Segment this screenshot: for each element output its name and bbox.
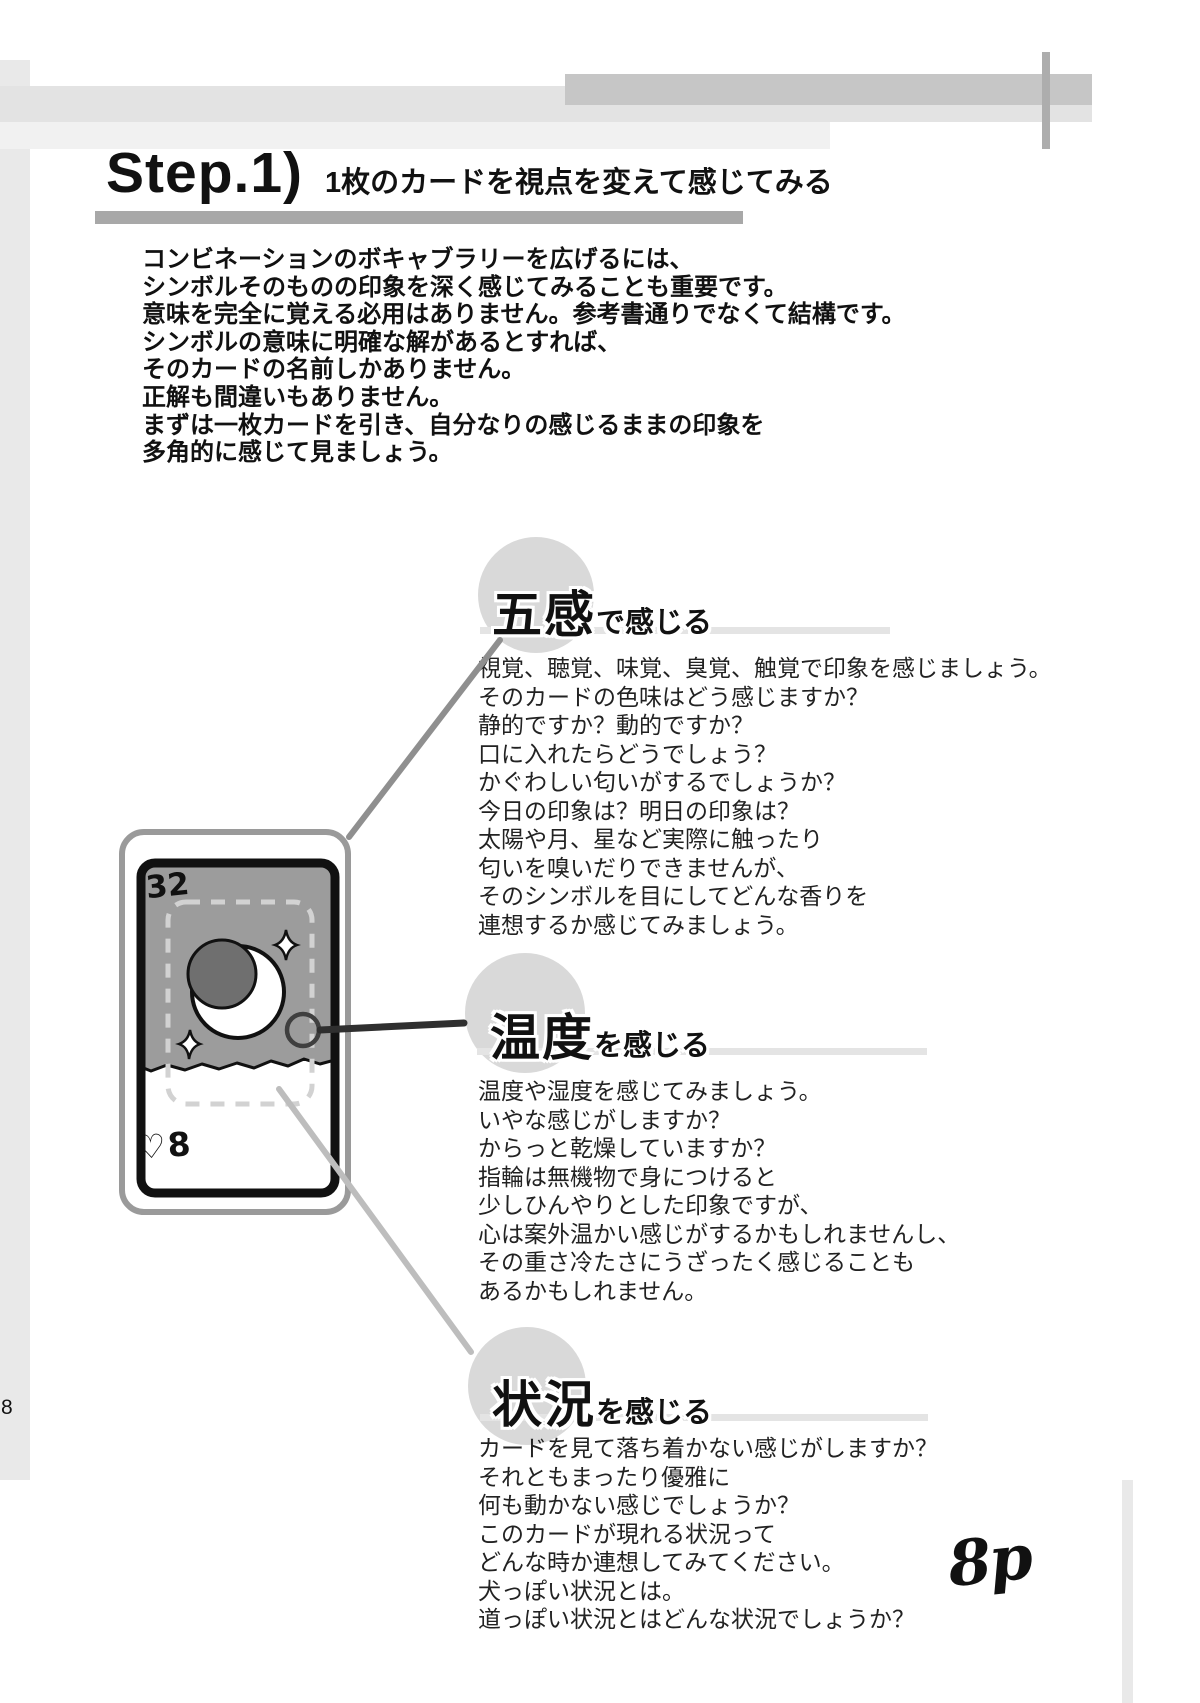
card-dashed-frame — [165, 899, 315, 1107]
sparkle-icon — [175, 1029, 204, 1060]
text-line: コンビネーションのボキャブラリーを広げるには、 — [142, 246, 694, 273]
section-title-small: を感じる — [596, 1397, 713, 1429]
section-situation-circle — [468, 1327, 586, 1445]
text-line: 太陽や月、星など実際に触ったり — [478, 826, 823, 852]
section-title-small: で感じる — [596, 607, 713, 639]
section-situation-title: 状況 を感じる — [492, 1365, 712, 1437]
text-line: 口に入れたらどうでしょう？ — [478, 740, 777, 767]
text-line: 道っぽい状況とはどんな状況でしょうか？ — [478, 1606, 915, 1632]
text-line: そのカードの名前しかありません。 — [142, 356, 526, 384]
text-line: このカードが現れる状況って — [478, 1520, 776, 1547]
bottom-right-margin-strip — [1122, 1480, 1133, 1703]
section-situation-rule — [480, 1414, 928, 1421]
text-line: 意味を完全に覚える必用はありません。参考書通りでなくて結構です。 — [142, 301, 906, 329]
text-line: シンボルそのものの印象を深く感じてみることも重要です。 — [142, 273, 788, 301]
text-line: そのカードの色味はどう感じますか？ — [478, 683, 869, 710]
text-line: それともまったり優雅に — [478, 1463, 731, 1490]
card-number: 32 — [144, 865, 191, 907]
text-line: 視覚、聴覚、味覚、臭覚、触覚で印象を感じましょう。 — [478, 655, 1052, 681]
text-line: 温度や湿度を感じてみましょう。 — [478, 1078, 822, 1104]
text-line: そのシンボルを目にしてどんな香りを — [478, 883, 869, 909]
top-right-bar — [565, 74, 1092, 105]
section-title-big: 五感 — [492, 587, 596, 643]
section-title-big: 状況 — [492, 1377, 596, 1433]
top-band-light — [0, 122, 830, 149]
text-line: いやな感じがしますか？ — [478, 1106, 731, 1133]
heading-underline — [95, 211, 743, 224]
section-temperature-rule — [477, 1048, 927, 1055]
text-line: 犬っぽい状況とは。 — [478, 1577, 685, 1604]
section-senses-title: 五感 で感じる — [492, 575, 712, 647]
section-temperature-title: 温度 を感じる — [490, 998, 710, 1070]
left-margin-strip — [0, 60, 30, 1480]
text-line: 今日の印象は？明日の印象は？ — [478, 797, 800, 824]
step-subtitle: 1枚のカードを視点を変えて感じてみる — [325, 167, 833, 199]
text-line: かぐわしい匂いがするでしょうか？ — [478, 769, 846, 795]
text-line: 匂いを嗅いだりできませんが、 — [478, 854, 799, 881]
text-line: からっと乾燥していますか？ — [478, 1135, 777, 1161]
text-line: どんな時か連想してみてください。 — [478, 1549, 845, 1575]
section-title-small: を感じる — [594, 1030, 711, 1062]
text-line: あるかもしれません。 — [478, 1277, 708, 1304]
page-number-bottom-right: 8p — [944, 1519, 1035, 1602]
card-suit-label: ♡8 — [134, 1124, 194, 1167]
text-line: その重さ冷たさにうざったく感じることも — [478, 1249, 915, 1275]
text-line: 静的ですか？動的ですか？ — [478, 712, 754, 738]
sparkle-icon — [271, 929, 301, 961]
section-situation-body: カードを見て落ち着かない感じがしますか？それともまったり優雅に何も動かない感じで… — [478, 1434, 938, 1634]
text-line: カードを見て落ち着かない感じがしますか？ — [478, 1435, 938, 1461]
section-temperature-body: 温度や湿度を感じてみましょう。いやな感じがしますか？からっと乾燥していますか？指… — [478, 1077, 960, 1305]
page-header: Step.1) 1枚のカードを視点を変えて感じてみる — [106, 140, 833, 206]
text-line: 連想するか感じてみましょう。 — [478, 911, 799, 938]
top-right-vertical-line — [1042, 52, 1050, 149]
section-senses-rule — [480, 627, 890, 634]
moon-icon — [186, 938, 286, 1040]
text-line: 正解も間違いもありません。 — [142, 383, 454, 411]
text-line: 指輪は無機物で身につけると — [478, 1163, 777, 1190]
text-line: 何も動かない感じでしょうか？ — [478, 1492, 800, 1518]
section-title-big: 温度 — [490, 1010, 594, 1066]
text-line: まずは一枚カードを引き、自分なりの感じるままの印象を — [142, 411, 765, 439]
intro-paragraph: コンビネーションのボキャブラリーを広げるには、シンボルそのものの印象を深く感じて… — [142, 246, 905, 467]
text-line: 多角的に感じて見ましょう。 — [142, 439, 453, 467]
text-line: 心は案外温かい感じがするかもしれませんし、 — [478, 1220, 961, 1247]
text-line: 少しひんやりとした印象ですが、 — [478, 1192, 823, 1218]
page-number-left: 8 — [1, 1396, 13, 1419]
section-senses-body: 視覚、聴覚、味覚、臭覚、触覚で印象を感じましょう。そのカードの色味はどう感じます… — [478, 654, 1052, 939]
step-heading: Step.1) — [106, 141, 304, 205]
text-line: シンボルの意味に明確な解があるとすれば、 — [142, 328, 622, 356]
